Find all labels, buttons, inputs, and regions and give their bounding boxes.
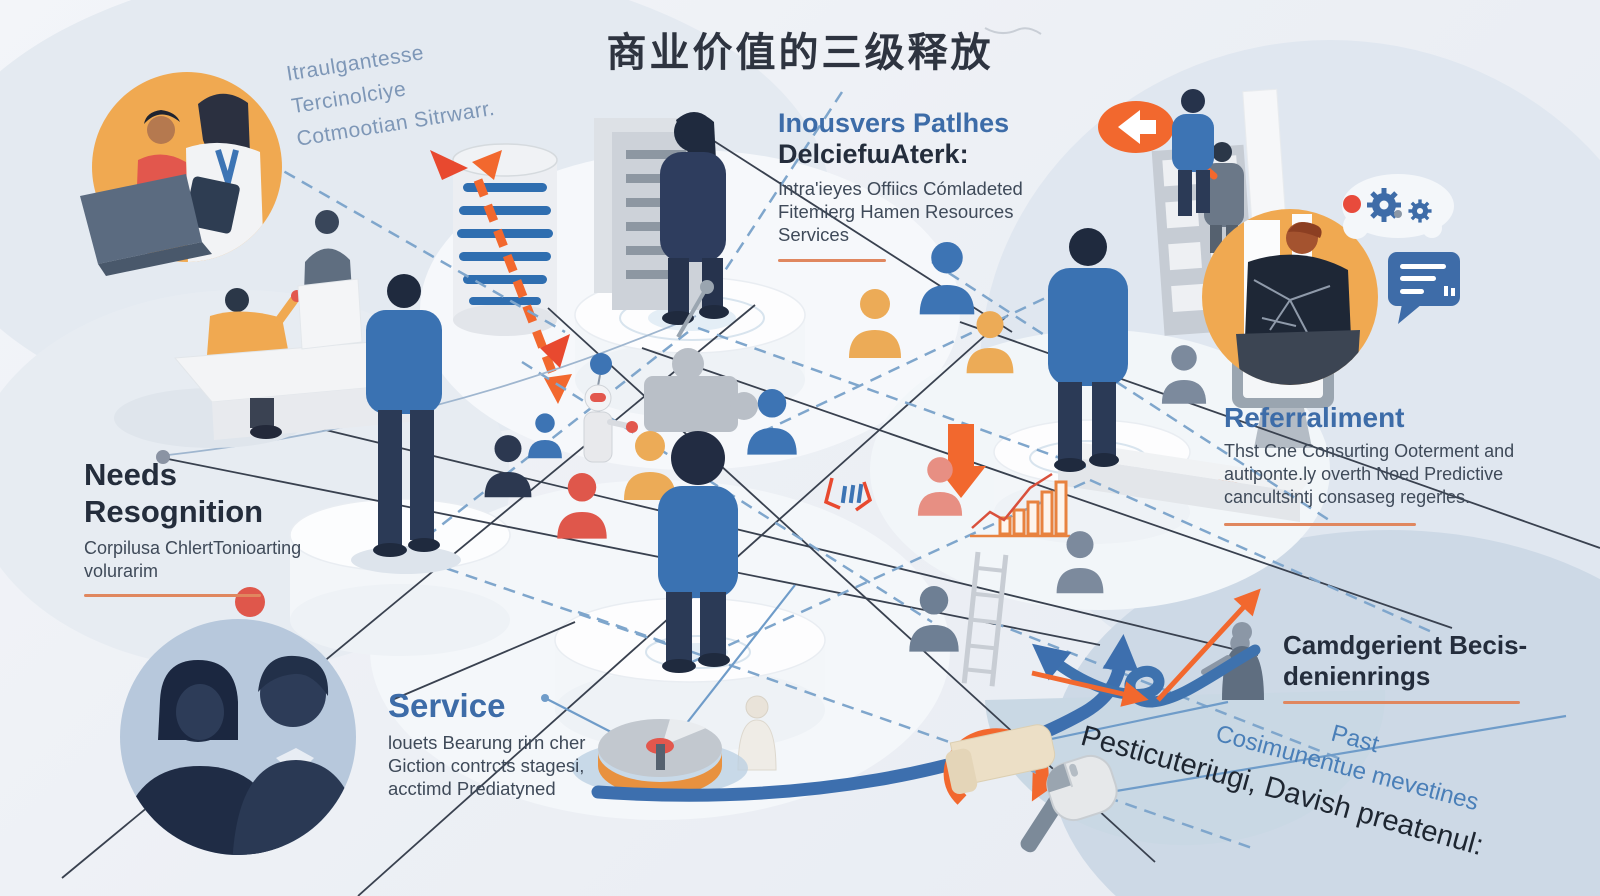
puzzle-icon — [644, 348, 758, 432]
consultant-chair-vignette — [1202, 209, 1378, 385]
figure-right-blue — [1048, 228, 1128, 472]
bar-chart-icon — [970, 472, 1070, 538]
section-needs: Needs Resognition Corpilusa ChlertTonioa… — [84, 456, 364, 597]
gear-icon-small — [1408, 199, 1432, 223]
bust-gray — [909, 586, 959, 652]
laptop-screen — [80, 174, 202, 264]
referral-underline — [1224, 523, 1416, 526]
section-industry-paths: Inousvers Patlhes DelciefɯAterk: Intra'i… — [778, 108, 1078, 262]
needs-heading: Needs Resognition — [84, 457, 264, 529]
bust-blue-small — [528, 413, 562, 459]
industry-paths-subheading: DelciefɯAterk: — [778, 139, 969, 169]
figure-white-small — [737, 695, 777, 771]
pointer-stick — [676, 285, 709, 339]
teamwork-vignette — [80, 72, 282, 276]
page-title: 商业价值的三级释放 — [606, 30, 994, 76]
bust-dark — [484, 435, 532, 498]
bust-orange — [966, 311, 1014, 374]
section-service: Service louets Bearung rirn cher Giction… — [388, 688, 618, 800]
orange-badge-arrow-icon — [1098, 101, 1174, 153]
zigzag-arrow-down-icon — [430, 150, 572, 404]
bust-blue — [747, 389, 797, 455]
bust-orange — [849, 289, 901, 358]
bust-salmon — [917, 457, 963, 516]
scaffold-icon — [961, 551, 1009, 687]
referral-body: Thst Cne Consurting Ooterment and autipo… — [1224, 441, 1515, 507]
red-flag-icon — [540, 334, 570, 368]
needs-connector-dot — [156, 450, 170, 464]
robot-icon — [583, 353, 638, 463]
red-dot — [1343, 195, 1361, 213]
needs-body: Corpilusa ChlertTonioarting volurarim — [84, 538, 302, 581]
laptop-base — [98, 242, 212, 276]
needs-underline — [84, 594, 261, 597]
bust-orange — [624, 431, 676, 500]
bust-blue — [919, 241, 975, 315]
bust-figures — [224, 241, 1257, 679]
decor-squiggle — [984, 27, 1042, 35]
beam-top — [1058, 441, 1312, 492]
ticket-icon — [823, 477, 873, 512]
chat-bubble-icon — [1388, 252, 1460, 324]
figure-topright-small — [1172, 89, 1214, 216]
section-engagement: Camdgerient Becis-denienrings — [1283, 630, 1548, 704]
tablet — [184, 176, 240, 234]
podium-person — [315, 210, 339, 234]
engagement-underline — [1283, 701, 1520, 704]
bust-gray — [1056, 531, 1104, 594]
database-icon — [452, 143, 558, 336]
industry-paths-body: Intra'ieyes Offiics Cómladeted Fitemierg… — [778, 178, 1023, 245]
referral-heading: Referraliment — [1224, 402, 1405, 433]
engagement-heading: Camdgerient Becis-denienrings — [1283, 630, 1528, 691]
thought-cloud — [1342, 174, 1454, 239]
service-body: louets Bearung rirn cher Giction contrct… — [388, 732, 586, 799]
industry-paths-heading: Inousvers Patlhes — [778, 108, 1010, 138]
beam-front — [1058, 455, 1300, 522]
clients-vignette — [120, 619, 356, 855]
service-heading: Service — [388, 687, 506, 724]
bust-gray — [1161, 345, 1207, 404]
bust-red — [557, 473, 607, 539]
industry-paths-underline — [778, 259, 886, 262]
orange-arrow-right — [1031, 670, 1149, 707]
gear-icon — [1367, 188, 1401, 222]
mouse-icon — [1046, 754, 1118, 822]
orange-arrow-upright — [1156, 588, 1261, 702]
figure-top-center — [660, 112, 729, 339]
figure-center-blue — [658, 431, 738, 673]
pie-disc-icon — [572, 719, 748, 796]
figure-left-blue — [351, 274, 461, 574]
section-referral: Referraliment Thst Cne Consurting Ooterm… — [1224, 402, 1524, 526]
